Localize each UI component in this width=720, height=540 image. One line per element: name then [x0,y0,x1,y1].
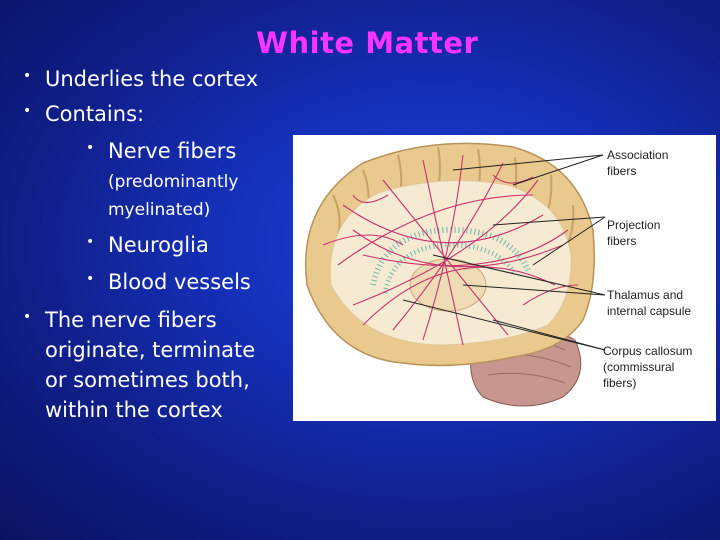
bullet-text: or sometimes both, [45,368,250,392]
label-association-1: Association [607,148,668,162]
bullet-text: Underlies the cortex [45,67,259,91]
bullet-text: Nerve fibers [108,139,237,163]
bullet-line4: within the cortex [45,397,223,423]
bullet-dot: • [23,103,32,119]
bullet-dot: • [86,234,95,250]
leader-lines [402,154,606,351]
bullet-text: The nerve fibers [45,308,217,332]
bullet-dot: • [23,309,32,325]
bullet-nerve-fibers-originate: • The nerve fibers [23,307,217,333]
label-projection-2: fibers [607,234,636,248]
label-corpus-3: fibers) [603,376,636,390]
bullet-text: Blood vessels [108,270,251,294]
bullet-text: originate, terminate [45,338,256,362]
label-thalamus-1: Thalamus and [607,288,683,302]
subbullet-nerve-fibers-line2: (predominantly [108,172,238,193]
label-corpus-2: (commissural [603,360,674,374]
bullet-text: Neuroglia [108,233,209,257]
label-projection-1: Projection [607,218,660,232]
bullet-text: (predominantly [108,172,239,192]
bullet-dot: • [23,68,32,84]
bullet-dot: • [86,271,95,287]
brain-illustration: Association fibers Projection fibers Tha… [293,135,716,421]
label-thalamus-2: internal capsule [607,304,691,318]
bullet-text: myelinated) [108,200,211,220]
bullet-line3: or sometimes both, [45,367,250,393]
bullet-line2: originate, terminate [45,337,255,363]
label-association-2: fibers [607,164,636,178]
label-corpus-1: Corpus callosum [603,344,692,358]
bullet-underlies: • Underlies the cortex [23,66,259,92]
callosum-dots-inner [382,242,518,294]
bullet-text: within the cortex [45,398,223,422]
subbullet-nerve-fibers-line3: myelinated) [108,200,210,221]
subbullet-neuroglia: • Neuroglia [86,232,209,258]
bullet-dot: • [86,140,95,156]
bullet-contains: • Contains: [23,101,145,127]
subbullet-nerve-fibers: • Nerve fibers [86,138,237,164]
fibers [322,154,579,346]
bullet-text: Contains: [45,102,145,126]
brain-diagram: Association fibers Projection fibers Tha… [304,142,692,407]
slide-title: White Matter [256,26,479,60]
subbullet-blood-vessels: • Blood vessels [86,269,251,295]
